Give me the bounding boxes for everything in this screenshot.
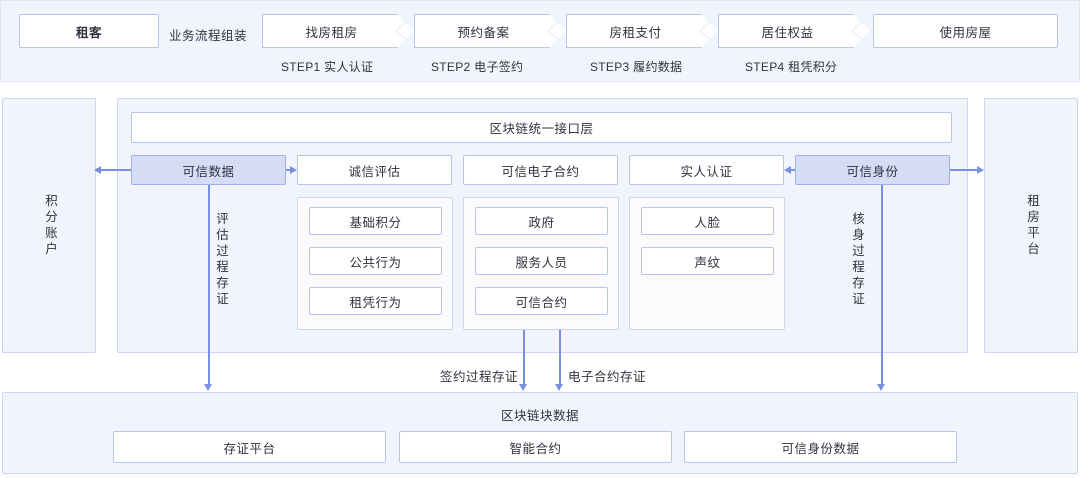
item-public-behavior[interactable]: 公共行为 — [309, 247, 442, 275]
flow-stage-2[interactable]: 预约备案 — [414, 14, 566, 48]
flow-stage-3[interactable]: 房租支付 — [566, 14, 718, 48]
business-flow-band: 租客 业务流程组装 找房租房 预约备案 房租支付 居住权益 使用房屋 STEP1… — [0, 0, 1080, 82]
identity-process-evidence-label: 核身过程存证 — [850, 212, 864, 308]
left-panel-label: 积分账户 — [43, 193, 57, 258]
category-credit-evaluation[interactable]: 诚信评估 — [297, 155, 452, 185]
arrowhead-evaluation — [290, 165, 297, 174]
step-label-3: STEP3 履约数据 — [590, 60, 683, 74]
item-rental-behavior[interactable]: 租凭行为 — [309, 287, 442, 315]
arrow-identity-to-chain — [881, 185, 883, 385]
arrowhead-left-panel — [94, 165, 101, 174]
arrow-data-to-chain — [208, 185, 210, 385]
blockchain-data-title: 区块链块数据 — [500, 409, 579, 423]
arrowhead-signing-evidence — [519, 384, 528, 391]
bottom-item-evidence-platform[interactable]: 存证平台 — [113, 431, 386, 463]
flow-stage-4[interactable]: 居住权益 — [718, 14, 870, 48]
right-panel-label: 租房平台 — [1025, 193, 1039, 258]
bottom-item-smart-contract[interactable]: 智能合约 — [399, 431, 672, 463]
evaluation-process-evidence-label: 评估过程存证 — [214, 212, 228, 308]
actor-box-tenant[interactable]: 租客 — [19, 14, 159, 48]
step-label-4: STEP4 租凭积分 — [745, 60, 838, 74]
item-trusted-contract[interactable]: 可信合约 — [475, 287, 608, 315]
arrow-econtract-evidence — [559, 330, 561, 385]
arrowhead-auth — [784, 165, 791, 174]
item-service-staff[interactable]: 服务人员 — [475, 247, 608, 275]
step-label-2: STEP2 电子签约 — [431, 60, 524, 74]
arrow-trusted-data-to-points — [100, 169, 131, 171]
arrow-data-to-evaluation — [286, 169, 291, 171]
left-panel-points-account: 积分账户 — [2, 98, 96, 353]
category-trusted-data[interactable]: 可信数据 — [131, 155, 286, 185]
econtract-evidence-label: 电子合约存证 — [568, 370, 647, 384]
flow-connector-label: 业务流程组装 — [169, 29, 248, 43]
item-government[interactable]: 政府 — [475, 207, 608, 235]
arrow-signing-evidence — [523, 330, 525, 385]
arrowhead-data-to-chain — [204, 384, 213, 391]
arrowhead-econtract-evidence — [555, 384, 564, 391]
item-voiceprint[interactable]: 声纹 — [641, 247, 774, 275]
item-base-points[interactable]: 基础积分 — [309, 207, 442, 235]
category-real-person-auth[interactable]: 实人认证 — [629, 155, 784, 185]
signing-evidence-label: 签约过程存证 — [440, 370, 519, 384]
item-face[interactable]: 人脸 — [641, 207, 774, 235]
category-trusted-identity[interactable]: 可信身份 — [795, 155, 950, 185]
flow-end-box[interactable]: 使用房屋 — [873, 14, 1058, 48]
arrow-identity-to-auth — [789, 169, 795, 171]
arrowhead-identity-to-chain — [877, 384, 886, 391]
flow-stage-1[interactable]: 找房租房 — [262, 14, 414, 48]
category-trusted-econtract[interactable]: 可信电子合约 — [463, 155, 618, 185]
arrowhead-right-panel — [977, 165, 984, 174]
right-panel-rental-platform: 租房平台 — [984, 98, 1078, 353]
blockchain-interface-layer[interactable]: 区块链统一接口层 — [131, 112, 952, 143]
arrow-identity-to-platform — [950, 169, 978, 171]
bottom-item-trusted-identity-data[interactable]: 可信身份数据 — [684, 431, 957, 463]
step-label-1: STEP1 实人认证 — [281, 60, 374, 74]
